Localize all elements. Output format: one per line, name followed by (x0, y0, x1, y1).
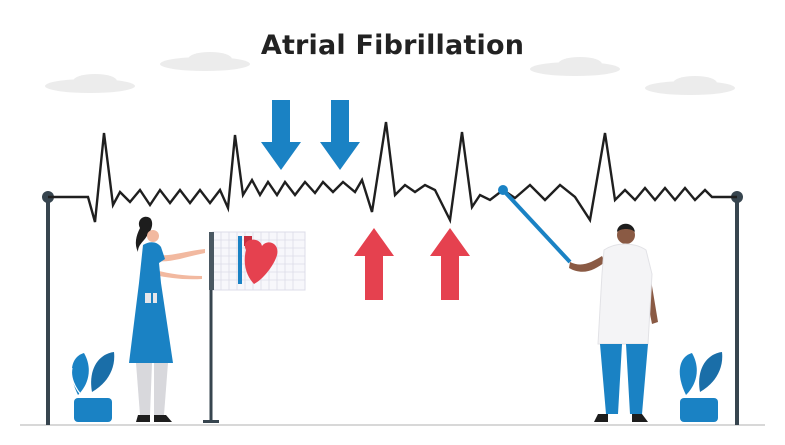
left-plant (70, 352, 115, 422)
page-title: Atrial Fibrillation (260, 30, 525, 61)
male-doctor (569, 223, 658, 422)
ecg-waveform (48, 121, 737, 225)
clouds (45, 52, 735, 95)
female-doctor (129, 216, 205, 422)
left-pole (42, 191, 54, 425)
up-arrow-icon (430, 228, 470, 300)
up-arrow-icon (354, 228, 394, 300)
heart-chart-board (203, 231, 306, 423)
down-arrow-icon (320, 100, 360, 170)
right-pole (731, 191, 743, 425)
right-plant (679, 352, 723, 422)
down-arrow-icon (261, 100, 301, 170)
heart-icon (244, 236, 278, 284)
pointer-stick (501, 188, 572, 264)
